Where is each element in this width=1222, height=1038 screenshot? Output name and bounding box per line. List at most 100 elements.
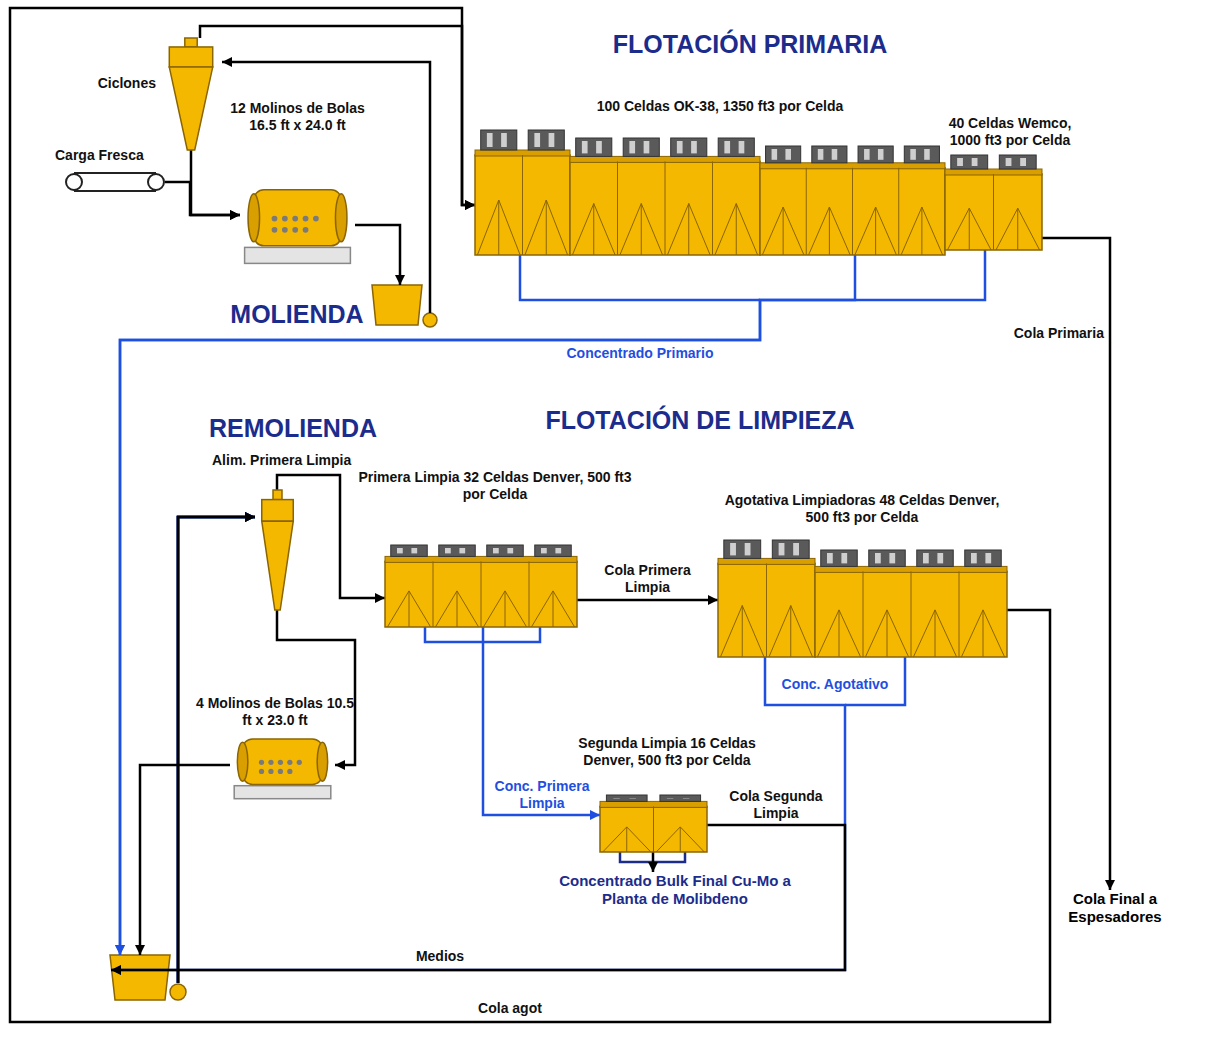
cell-mechanism	[576, 138, 612, 156]
cell-hopper	[887, 610, 888, 657]
flow-line	[10, 8, 1050, 1022]
arrow-head	[111, 965, 121, 975]
cell-hopper	[656, 827, 704, 852]
flow-connector	[111, 512, 845, 983]
cell-hopper	[620, 204, 663, 255]
node-label: Agotativa Limpiadoras 48 Celdas Denver, …	[712, 492, 1012, 526]
cell-mechanism	[582, 141, 588, 153]
flow-line	[222, 62, 430, 313]
stream-label: Cola Segunda Limpia	[712, 788, 840, 822]
flow-line	[355, 225, 400, 285]
stream-label: Medios	[400, 948, 480, 965]
mill-head	[317, 742, 328, 781]
cell-hopper	[913, 610, 956, 657]
cell-divider	[481, 561, 482, 627]
flotation-bank: Segunda Limpia 16 Celdas Denver, 500 ft3…	[600, 795, 707, 852]
flow-line	[191, 150, 240, 215]
cell-hopper	[531, 591, 574, 627]
pump-sump	[372, 285, 437, 327]
cells-shape	[385, 545, 577, 627]
sump-box	[372, 285, 422, 325]
cell-hopper	[457, 591, 458, 627]
cell-mechanism	[730, 543, 736, 555]
arrow-head	[245, 512, 255, 522]
flow-line	[178, 517, 255, 983]
flow-connector	[483, 627, 600, 820]
cell-hopper	[715, 204, 758, 255]
cell-hopper	[901, 207, 943, 255]
arrow-head	[245, 512, 255, 522]
cell-tank	[600, 806, 707, 852]
cell-hopper	[505, 591, 506, 627]
cell-hopper	[996, 208, 1040, 250]
cell-divider	[806, 168, 807, 255]
cell-hopper	[935, 610, 936, 657]
flow-line	[200, 26, 475, 205]
cell-divider	[529, 561, 530, 627]
cell-mechanism	[923, 553, 929, 563]
cell-mechanism	[821, 550, 857, 566]
flotation-bank: Primera Limpia 32 Celdas Denver, 500 ft3…	[385, 545, 577, 627]
arrow-head	[245, 512, 255, 522]
arrow-head	[395, 275, 405, 285]
arrow-head	[115, 945, 125, 955]
cell-mechanism	[875, 553, 881, 563]
grinding-ball	[303, 227, 309, 233]
stream-label: Cola Primaria	[1000, 325, 1104, 342]
cell-hopper	[409, 591, 410, 627]
section-heading: FLOTACIÓN PRIMARIA	[560, 30, 940, 59]
cell-mechanism	[785, 149, 791, 160]
cell-hopper	[477, 200, 520, 255]
cell-mechanism	[772, 149, 778, 160]
cell-mechanism	[535, 545, 571, 556]
product-label: Concentrado Bulk Final Cu-Mo a Planta de…	[545, 872, 805, 908]
cell-hopper	[553, 591, 554, 627]
cell-mechanism	[999, 155, 1036, 169]
arrow-head	[115, 945, 125, 955]
mill-shape	[230, 735, 335, 800]
cell-hopper	[387, 591, 430, 627]
flow-connector	[111, 512, 845, 983]
cell-hopper	[572, 204, 615, 255]
cell-hopper	[817, 610, 860, 657]
conveyor-belt	[74, 172, 156, 174]
cell-hopper	[680, 827, 681, 852]
arrow-head	[335, 760, 345, 770]
cell-mechanism	[985, 553, 991, 563]
cells-shape	[600, 795, 707, 852]
conveyor-pulley	[66, 174, 82, 190]
stream-label: Conc. Primera Limpia	[487, 778, 597, 812]
node-label: 4 Molinos de Bolas 10.5 ft x 23.0 ft	[195, 695, 355, 729]
cell-hopper	[603, 827, 651, 852]
node-label: 12 Molinos de Bolas 16.5 ft x 24.0 ft	[220, 100, 375, 134]
arrow-head	[590, 810, 600, 820]
cell-mechanism	[459, 548, 465, 553]
cell-hopper	[829, 207, 830, 255]
grinding-ball	[282, 216, 288, 222]
cell-divider	[898, 168, 899, 255]
arrow-head	[375, 593, 385, 603]
cell-mechanism	[397, 548, 403, 553]
flow-connector	[135, 512, 255, 983]
flow-connector	[115, 255, 855, 983]
flow-line	[178, 517, 255, 983]
cell-mechanism	[724, 540, 761, 558]
node-label: Primera Limpia 32 Celdas Denver, 500 ft3…	[355, 469, 635, 503]
cell-mechanism	[779, 543, 785, 555]
stream-label: Cola Primera Limpia	[585, 562, 710, 596]
cell-mechanism	[481, 130, 517, 150]
cell-mechanism	[613, 798, 619, 799]
cell-mechanism	[487, 133, 493, 147]
cell-mechanism	[924, 149, 930, 160]
grinding-ball	[297, 760, 302, 765]
cell-hopper	[641, 204, 642, 255]
cell-mechanism	[541, 548, 547, 553]
arrow-head	[245, 512, 255, 522]
cell-mechanism	[549, 133, 555, 147]
cell-mechanism	[507, 548, 513, 553]
cell-tank	[475, 155, 570, 255]
feed-conveyor: Carga Fresca	[65, 172, 165, 192]
mill-head	[237, 742, 248, 781]
cell-mechanism	[534, 133, 540, 147]
cell-hopper	[983, 610, 984, 657]
